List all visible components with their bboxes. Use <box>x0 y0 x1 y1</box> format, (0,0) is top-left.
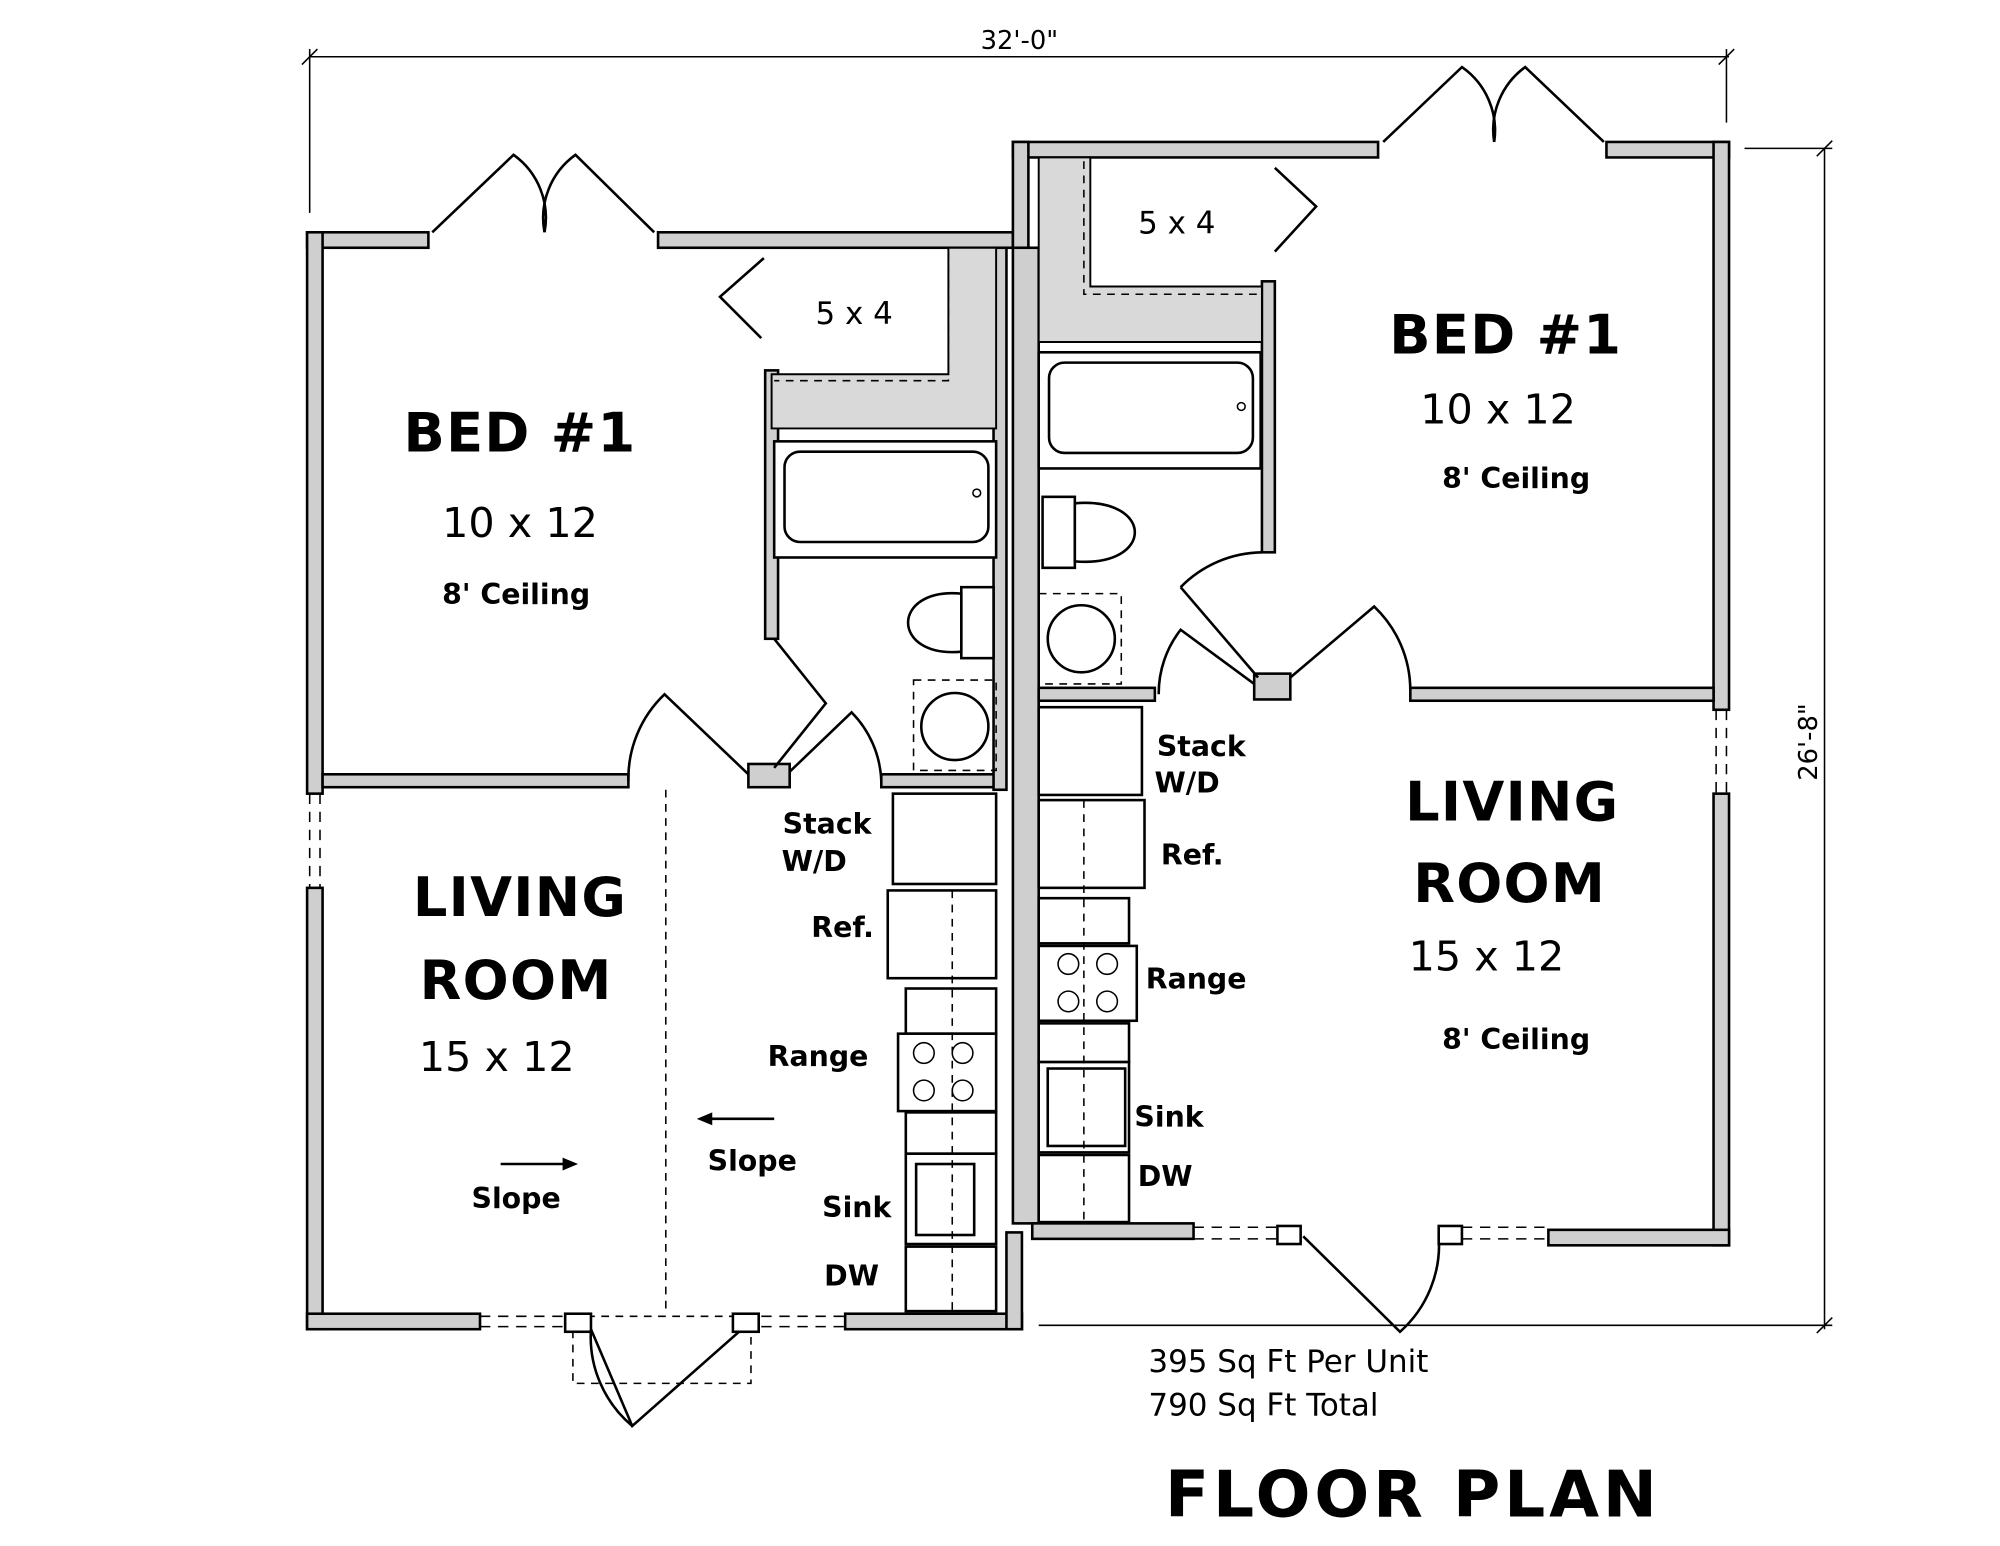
left-ref-label: Ref. <box>811 911 874 944</box>
right-dw-label: DW <box>1138 1160 1193 1193</box>
left-unit-doors <box>431 153 883 1429</box>
dimension-depth: 26'-8" <box>1038 140 1833 1334</box>
left-bedroom-ceiling: 8' Ceiling <box>442 578 590 611</box>
slope-arrow-left <box>696 1112 775 1126</box>
left-dw-label: DW <box>824 1259 879 1292</box>
right-unit-doors <box>1157 65 1605 1334</box>
right-sink-label: Sink <box>1134 1101 1204 1134</box>
right-unit-windows <box>1193 709 1728 1240</box>
right-living-name-1: LIVING <box>1405 771 1619 834</box>
left-living-size: 15 x 12 <box>419 1033 575 1081</box>
slope-arrow-right <box>500 1157 579 1171</box>
plan-title: FLOOR PLAN <box>1165 1457 1661 1532</box>
left-range-label: Range <box>768 1040 869 1073</box>
left-unit-closet: 5 x 4 <box>718 246 998 430</box>
left-slope-label-1: Slope <box>472 1182 561 1215</box>
right-stack-label: Stack <box>1157 730 1247 763</box>
right-living-ceiling: 8' Ceiling <box>1442 1023 1590 1056</box>
left-unit-walls <box>305 230 1024 1331</box>
depth-dimension-label: 26'-8" <box>1794 703 1824 781</box>
right-range-label: Range <box>1146 963 1247 996</box>
right-ref-label: Ref. <box>1161 839 1224 872</box>
area-per-unit: 395 Sq Ft Per Unit <box>1148 1344 1428 1380</box>
left-slope-label-2: Slope <box>708 1144 797 1177</box>
right-unit-walls <box>1011 140 1731 1247</box>
left-sink-label: Sink <box>822 1191 892 1224</box>
left-stack-label: Stack <box>783 808 873 841</box>
right-bedroom-size: 10 x 12 <box>1420 385 1576 433</box>
left-living-name-2: ROOM <box>420 949 613 1012</box>
right-unit-bath <box>1037 351 1262 685</box>
right-bedroom-name: BED #1 <box>1389 304 1622 367</box>
right-closet-label: 5 x 4 <box>1138 206 1215 242</box>
area-total: 790 Sq Ft Total <box>1148 1388 1378 1424</box>
left-unit-kitchen <box>665 789 998 1313</box>
left-bedroom-size: 10 x 12 <box>442 499 598 547</box>
right-wd-label: W/D <box>1154 766 1219 799</box>
left-unit-bath <box>772 440 998 772</box>
dimension-width: 32'-0" <box>301 26 1735 213</box>
right-living-name-2: ROOM <box>1413 852 1606 915</box>
left-living-name-1: LIVING <box>413 866 627 929</box>
right-living-size: 15 x 12 <box>1409 932 1565 980</box>
right-unit-closet: 5 x 4 <box>1037 156 1318 343</box>
width-dimension-label: 32'-0" <box>981 26 1059 56</box>
left-wd-label: W/D <box>782 845 847 878</box>
left-unit-windows <box>308 793 846 1328</box>
left-bedroom-name: BED #1 <box>403 402 636 465</box>
right-bedroom-ceiling: 8' Ceiling <box>1442 462 1590 495</box>
left-closet-label: 5 x 4 <box>816 296 893 332</box>
right-unit-kitchen <box>1037 705 1146 1224</box>
